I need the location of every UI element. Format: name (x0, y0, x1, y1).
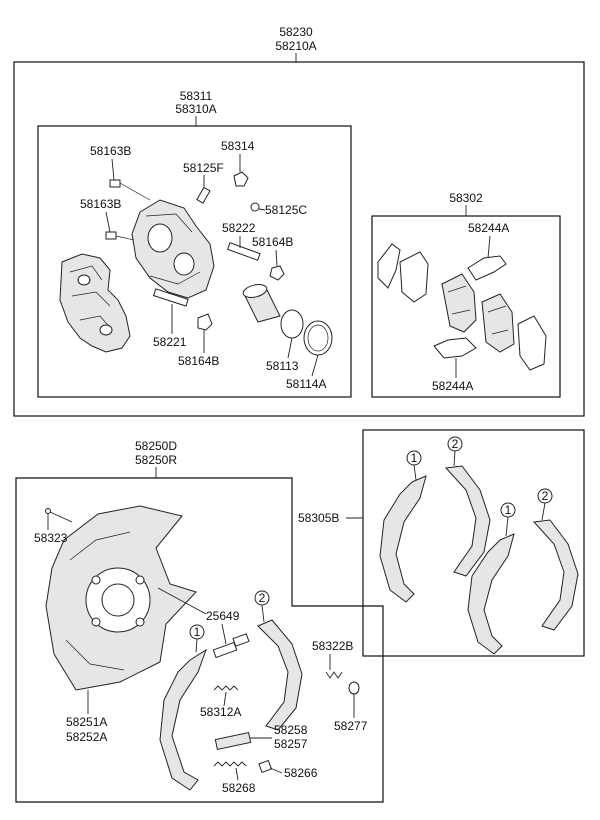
svg-text:2: 2 (452, 437, 459, 451)
guide-pin-upper-label: 58222 (222, 221, 256, 235)
bolt-58163b-lower-label: 58163B (80, 197, 121, 211)
brake-pad-right-inner (481, 293, 515, 353)
caliper-bracket (59, 253, 131, 353)
adjuster-shape (212, 633, 250, 659)
boot-upper-shape (269, 265, 285, 281)
screw-label: 58323 (34, 531, 68, 545)
adjuster-label: 25649 (206, 609, 240, 623)
kit-shoe-4 (532, 519, 579, 631)
top-assembly-frame (13, 61, 585, 417)
brake-pad-left-inner (441, 273, 477, 333)
bolt-58163b-lower-shape (105, 231, 135, 241)
kit-marker-3: 1 (500, 502, 516, 537)
kit-marker-4: 2 (537, 488, 553, 521)
boot-upper-label: 58164B (252, 235, 293, 249)
caliper-frame (37, 125, 352, 398)
adjuster-backing-leader (157, 587, 207, 615)
kit-shoe-3 (467, 533, 515, 655)
top-assembly-alt-number: 58210A (275, 39, 316, 53)
svg-text:1: 1 (411, 451, 418, 465)
top-assembly-number: 58230 (279, 25, 313, 39)
bolt-58163b-upper-label: 58163B (90, 144, 131, 158)
adjuster-leader (221, 623, 227, 645)
strut-a-label: 58258 (274, 723, 308, 737)
pad-clip-upper-leader (487, 235, 491, 259)
bolt-58163b-upper-shape (109, 179, 151, 201)
pad-clip-upper-label: 58244A (468, 221, 509, 235)
spring-c-label: 58268 (222, 781, 256, 795)
shoe-kit-frame (362, 429, 585, 657)
spring-c-leader (235, 767, 239, 781)
guide-pin-upper-shape (226, 242, 261, 261)
retainer-label: 58277 (334, 719, 368, 733)
pad-clip-lower-shape (433, 337, 477, 359)
piston-boot-leader (311, 354, 319, 377)
guide-pin-lower-label: 58221 (153, 335, 187, 349)
pad-kit-label: 58302 (449, 191, 483, 205)
bleeder-cap-label: 58125C (265, 203, 307, 217)
kit-shoe-1 (379, 475, 427, 603)
clip-label: 58266 (284, 766, 318, 780)
piston-shape (242, 283, 281, 323)
shim-right (517, 315, 547, 371)
spring-58312a-shape (213, 685, 239, 691)
piston-boot-label: 58114A (286, 377, 326, 391)
bolt-58163b-upper-leader (111, 158, 115, 181)
piston-seal-shape (280, 309, 304, 339)
bleeder-cap-leader (258, 208, 266, 211)
bleeder-cap-shape (250, 202, 260, 212)
spring-b-label: 58312A (200, 705, 241, 719)
shim-left (377, 243, 401, 289)
spring-b-leader (223, 691, 227, 707)
piston-seal-label: 58113 (266, 359, 299, 373)
clip-leader (269, 767, 283, 774)
kit-marker-2: 2 (447, 436, 463, 467)
marker-circle-1: 1 (189, 624, 205, 653)
caliper-assembly-number: 58311 (180, 89, 213, 103)
boot-lower-shape (197, 313, 213, 331)
backing-plate-label-b: 58252A (66, 730, 107, 744)
clip-58266-shape (258, 759, 273, 774)
bleeder-screw-shape (196, 186, 211, 204)
piston-seal-leader (287, 337, 293, 359)
parking-shoe-left (159, 648, 207, 791)
parking-shoe-right (257, 619, 303, 731)
boot-lower-label: 58164B (178, 354, 219, 368)
kit-marker-1: 1 (406, 450, 422, 481)
guide-pin-lower-shape (152, 288, 189, 307)
pad-clip-lower-label: 58244A (432, 379, 473, 393)
parking-assembly-number: 58250D (135, 439, 177, 453)
strut-b-label: 58257 (274, 737, 308, 751)
pad-kit-frame (371, 215, 561, 398)
bolt-58163b-lower-leader (105, 211, 111, 233)
caliper-body (131, 199, 215, 299)
brake-pad-left-outer (399, 251, 429, 303)
kit-shoe-2 (444, 465, 491, 577)
boot-upper-leader (275, 249, 278, 267)
spring-a-label: 58322B (312, 639, 353, 653)
cap-label: 58314 (221, 139, 255, 153)
strut-shape (214, 731, 252, 751)
parking-assembly-alt-number: 58250R (135, 453, 177, 467)
marker-circle-2: 2 (254, 590, 270, 623)
svg-text:2: 2 (259, 591, 266, 605)
backing-plate (45, 505, 197, 691)
parking-frame (15, 477, 384, 803)
retainer-58277-shape (348, 681, 360, 695)
backing-plate-label-a: 58251A (66, 715, 107, 729)
shoe-kit-label: 58305B (298, 511, 339, 525)
svg-text:1: 1 (194, 625, 201, 639)
svg-text:2: 2 (542, 489, 549, 503)
cap-58314-shape (233, 171, 249, 187)
svg-text:1: 1 (505, 503, 512, 517)
spring-58322b-shape (325, 671, 343, 679)
piston-boot-shape (303, 320, 333, 356)
screw-58323-shape (45, 508, 73, 523)
pad-clip-upper-shape (467, 255, 507, 281)
caliper-assembly-alt-number: 58310A (175, 102, 216, 116)
spring-58268-shape (213, 761, 247, 767)
bleeder-label: 58125F (183, 161, 224, 175)
